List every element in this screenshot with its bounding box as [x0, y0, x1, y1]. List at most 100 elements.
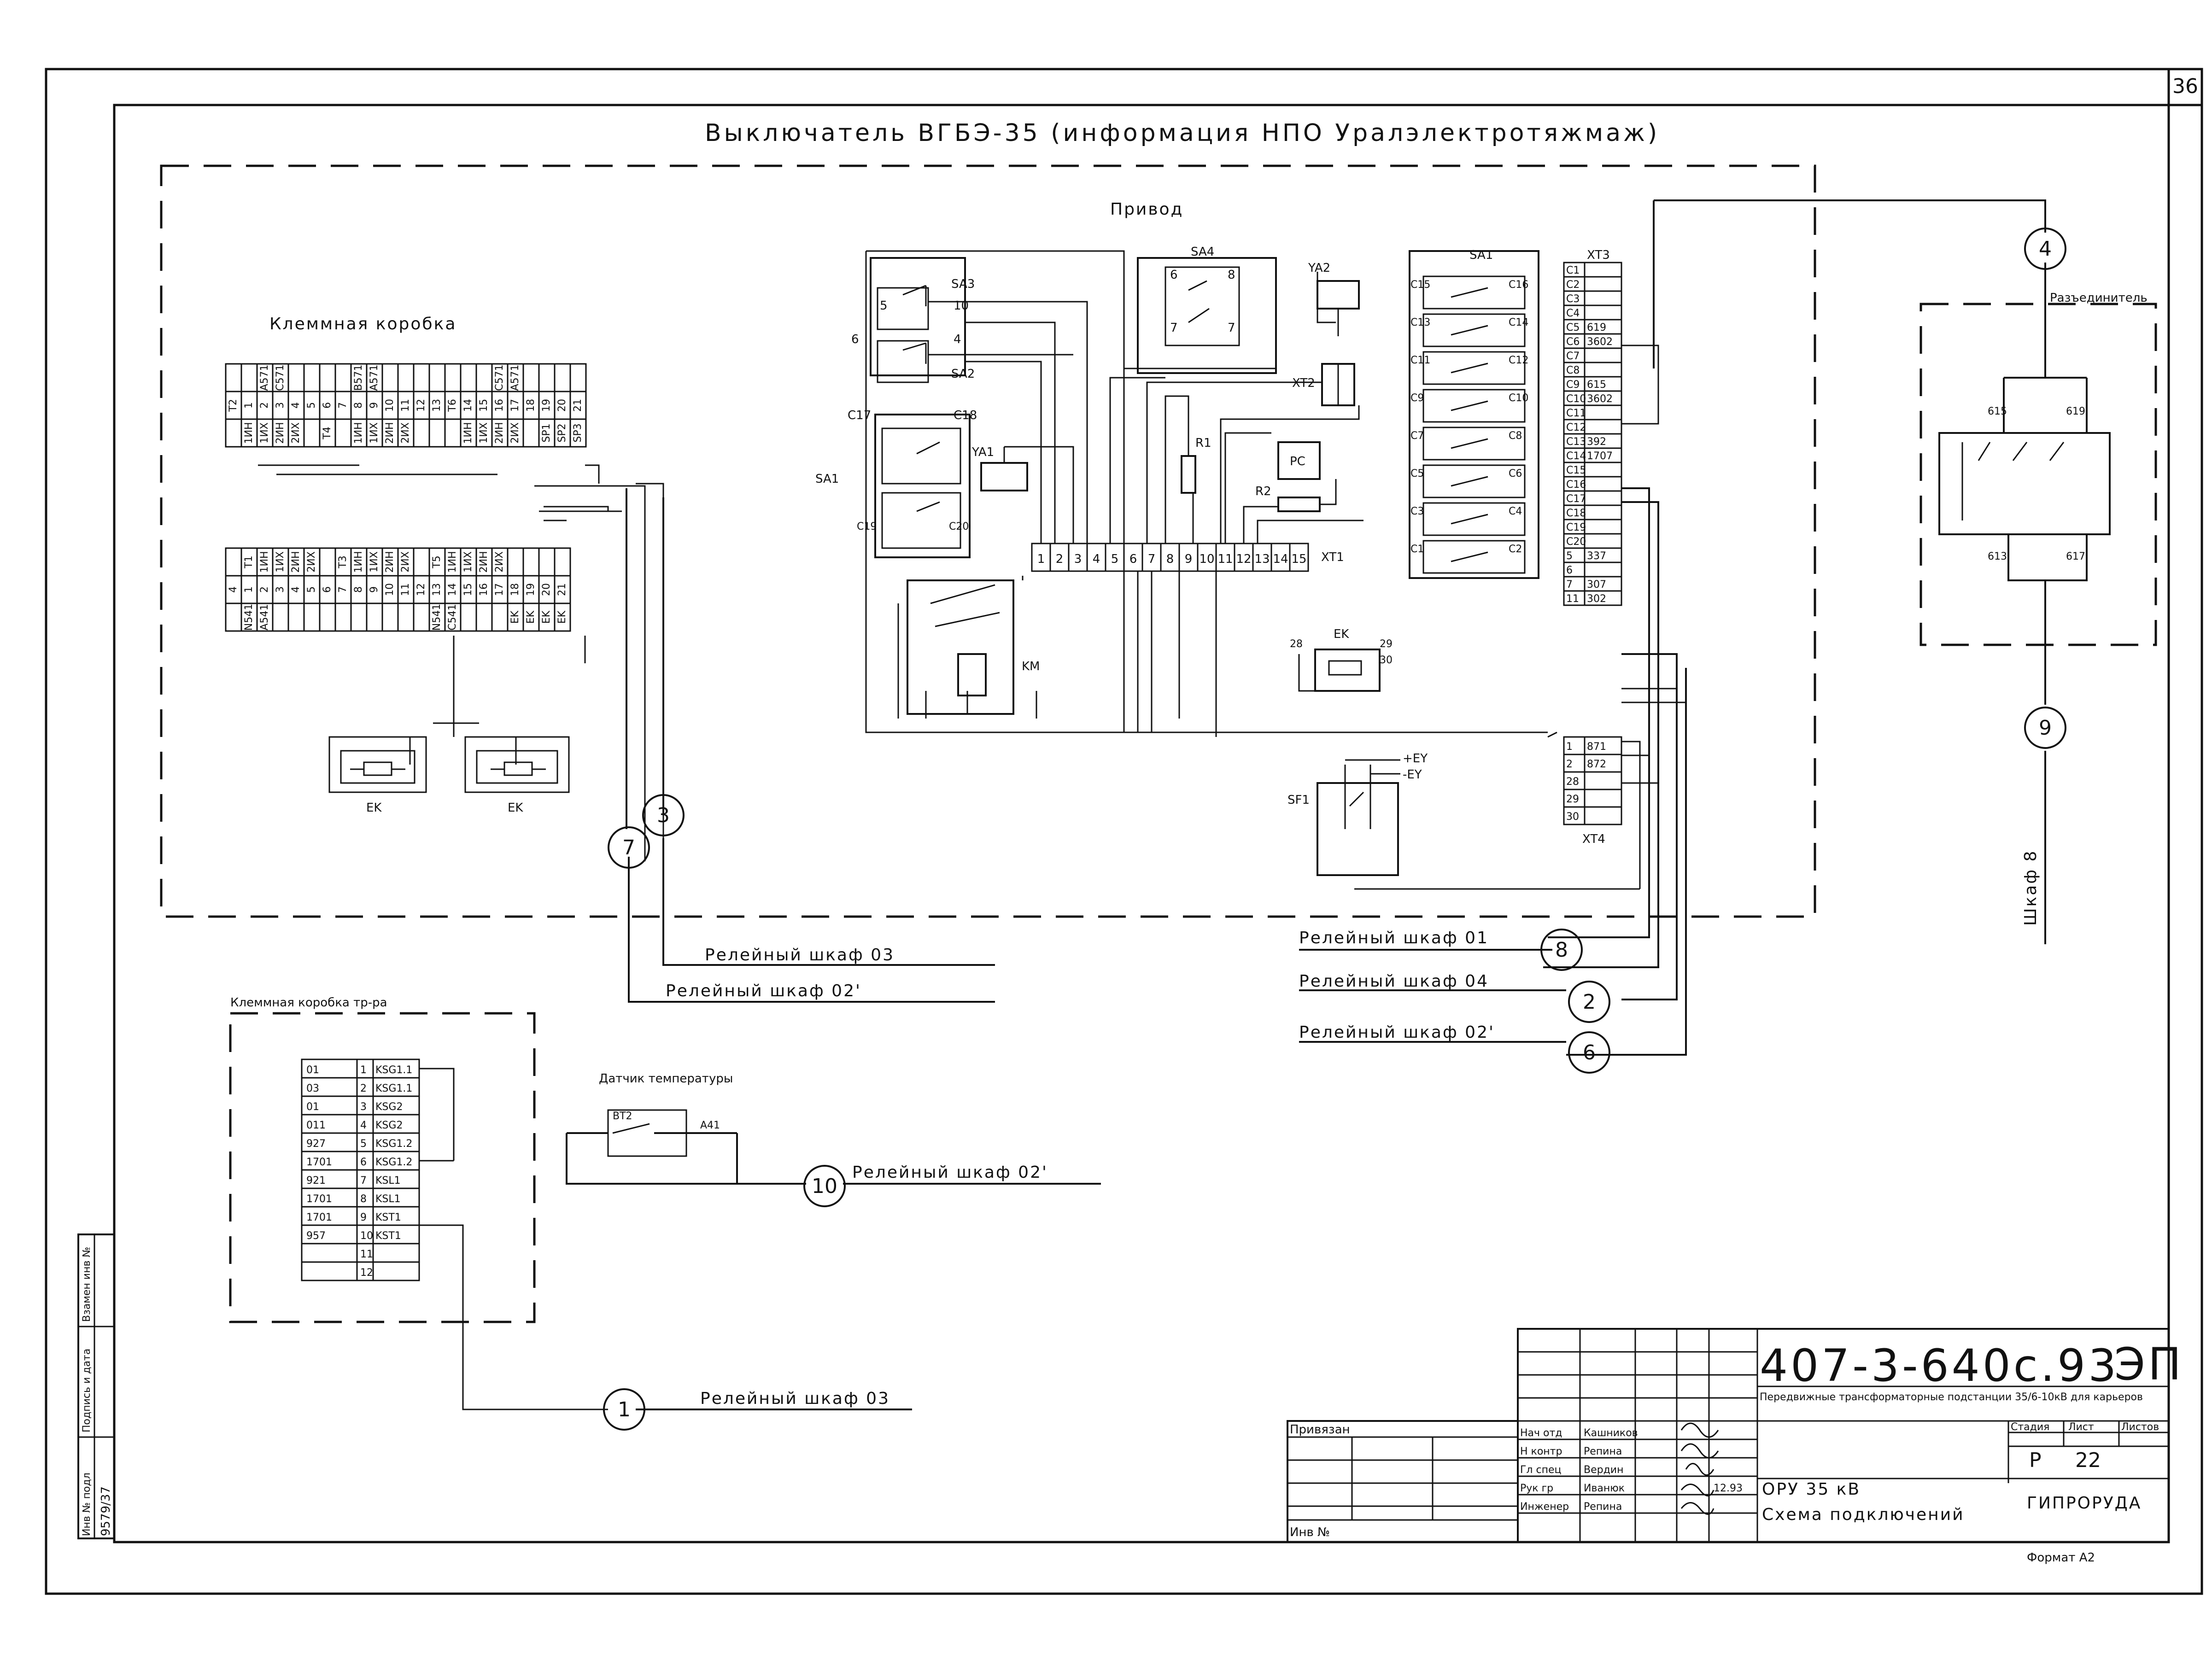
- disconnector-bottom-bus: [2007, 534, 2088, 645]
- cable-8-label: Релейный шкаф 01: [1299, 929, 1489, 947]
- ek-drive-element: [1328, 660, 1362, 676]
- sa1-left-lower: [881, 492, 961, 549]
- sa4-label: SA4: [1191, 245, 1214, 259]
- tb-upper-cell: [444, 363, 462, 392]
- trb-wire-label: 03: [306, 1083, 319, 1094]
- tb-upper-cell: [303, 418, 321, 448]
- tb-upper-label: 13: [431, 399, 443, 412]
- xt3-wire-cell: [1584, 476, 1622, 492]
- tb-upper-label: 12: [415, 399, 427, 412]
- tb-upper-label: C571: [494, 364, 505, 391]
- trb-wire-label: 957: [306, 1230, 326, 1242]
- title-block: 407-3-640с.93 ЭП Передвижные трансформат…: [1287, 1328, 2181, 1543]
- tb-lower-label: 1ИН: [353, 551, 364, 573]
- xt4-wire-label: 871: [1587, 741, 1606, 753]
- sa1-right-contact-box: [1422, 502, 1526, 536]
- tb-lower-label: 6: [322, 586, 333, 593]
- bound-block-grid: [1287, 1436, 1518, 1521]
- trb-wire-label: 011: [306, 1120, 326, 1131]
- tb-upper-cell: [522, 363, 540, 392]
- sa1-right-contact-box: [1422, 464, 1526, 498]
- drive-title: Привод: [1110, 200, 1183, 219]
- r2-label: R2: [1255, 485, 1271, 498]
- disc-pin-617: 617: [2066, 551, 2085, 562]
- tb-lower-label: 21: [556, 583, 568, 596]
- sa1-right-contact-box: [1422, 427, 1526, 461]
- sa1-right-pin-left: C7: [1410, 430, 1424, 442]
- r2-resistor: [1277, 497, 1321, 512]
- tb-cross-wires: [534, 485, 646, 861]
- sign-date: 12.93: [1714, 1483, 1743, 1494]
- temp-sensor-contact: [612, 1123, 650, 1134]
- xt3-wire-label: 1707: [1587, 450, 1613, 462]
- tb-upper-cell: [428, 418, 446, 448]
- tb-lower-cell: [538, 547, 556, 577]
- trb-signal-label: KSG1.1: [375, 1064, 412, 1076]
- disconnector-body: [1938, 432, 2111, 535]
- tb-upper-label: B571: [353, 364, 364, 391]
- tb-lower-cell: [475, 602, 493, 632]
- tb-lower-label: 2: [259, 586, 270, 593]
- sheet-title: Выключатель ВГБЭ-35 (информация НПО Урал…: [705, 119, 1660, 147]
- xt1-terminal-label: 3: [1074, 552, 1082, 566]
- sa1-right-contact: [1451, 287, 1488, 298]
- connection-circle: [2024, 228, 2066, 270]
- xt3-wire-label: 619: [1587, 322, 1606, 333]
- sa4-enclosure: [1137, 257, 1277, 374]
- tb-lower-label: 13: [431, 583, 443, 596]
- tb-lower-label: 2ИН: [290, 551, 302, 573]
- tb-upper-label: 2: [259, 402, 270, 409]
- transformer-box-enclosure: [229, 1012, 536, 1323]
- sa1-right-pin-right: C6: [1509, 468, 1522, 479]
- tb-lower-label: 4: [290, 586, 302, 593]
- sa1-right-contact-box: [1422, 275, 1526, 310]
- trb-wire-label: 927: [306, 1138, 326, 1150]
- tb-upper-label: 2ИХ: [400, 422, 411, 444]
- connection-number: 3: [657, 804, 670, 827]
- sa1-right-pin-right: C10: [1509, 392, 1528, 404]
- trb-signal-label: KSL1: [375, 1193, 401, 1205]
- sa4-pin-7a: 7: [1170, 321, 1178, 335]
- sa1-right-pin-left: C13: [1410, 317, 1430, 328]
- xt3-terminal-label: 5: [1566, 550, 1573, 562]
- connection-number: 8: [1555, 938, 1568, 962]
- tb-upper-label: C571: [275, 364, 286, 391]
- connection-circle: [803, 1165, 846, 1207]
- xt3-wire-label: 3602: [1587, 336, 1613, 348]
- xt4-terminal-label: 28: [1566, 776, 1579, 788]
- company-logo: ГИПРОРУДА: [2027, 1494, 2142, 1513]
- xt3-wire-label: 392: [1587, 436, 1606, 448]
- tb-bus-wires: [258, 464, 664, 848]
- tb-lower-label: 1ИХ: [462, 551, 474, 573]
- tb-lower-cell: [334, 602, 352, 632]
- tb-lower-label: N541: [243, 604, 255, 631]
- tb-upper-label: 14: [462, 399, 474, 412]
- xt1-terminal-label: 12: [1236, 552, 1251, 566]
- terminal-box-title: Клеммная коробка: [269, 315, 456, 333]
- tb-upper-label: 2ИН: [384, 422, 396, 444]
- staff-role: Рук гр: [1520, 1483, 1553, 1494]
- tb-upper-label: 2ИН: [275, 422, 286, 444]
- tb-upper-cell: [225, 418, 242, 448]
- sa4-contact: [1188, 280, 1210, 323]
- tb-lower-label: A541: [259, 604, 270, 630]
- xt3-terminal-label: C16: [1566, 479, 1586, 491]
- sa2-pin-6: 6: [851, 333, 859, 346]
- tb-upper-label: 2ИН: [494, 422, 505, 444]
- xt3-wire-cell: [1584, 561, 1622, 578]
- inv-label: Инв №: [1290, 1526, 1330, 1539]
- trb-wire-label: 01: [306, 1101, 319, 1113]
- xt3-terminal-label: C20: [1566, 536, 1586, 548]
- sa3-sa2-enclosure: [870, 257, 966, 376]
- tb-lower-label: C541: [447, 604, 458, 630]
- sa1-right-pin-right: C12: [1509, 355, 1528, 366]
- sa1-pin-c20: C20: [949, 521, 969, 532]
- sa1-right-contact: [1451, 325, 1488, 336]
- tb-upper-label: 19: [541, 399, 552, 412]
- drive-switch-wires: [928, 301, 1088, 544]
- tb-upper-label: 1ИН: [353, 422, 364, 444]
- tb-lower-label: EK: [525, 610, 537, 624]
